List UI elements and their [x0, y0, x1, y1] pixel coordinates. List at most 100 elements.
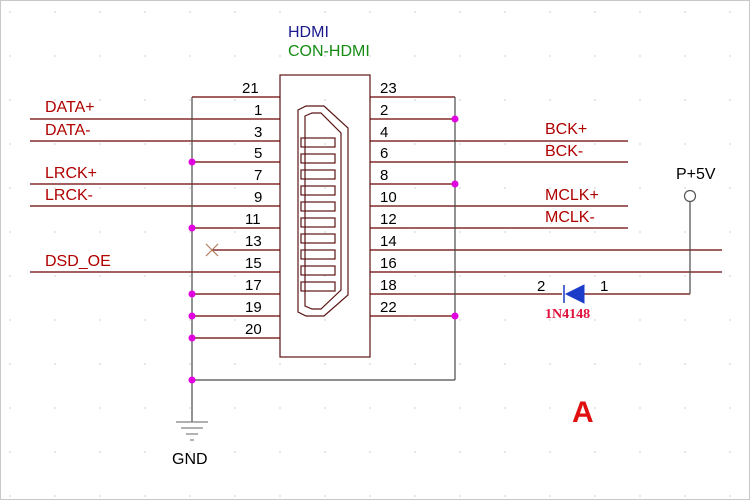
diode-pin-2: 2 [537, 278, 545, 295]
grid-dot [504, 55, 506, 57]
grid-dot [549, 407, 551, 409]
grid-dot [324, 407, 326, 409]
grid-dot [9, 231, 11, 233]
grid-dot [279, 495, 281, 497]
grid-dot [594, 451, 596, 453]
grid-dot [9, 11, 11, 13]
grid-dot [414, 275, 416, 277]
sheet-mark-label: A [572, 396, 594, 429]
grid-dot [729, 319, 731, 321]
grid-dot [459, 11, 461, 13]
hdmi-connector[interactable] [279, 74, 371, 358]
grid-dot [639, 451, 641, 453]
grid-dot [279, 451, 281, 453]
grid-dot [684, 187, 686, 189]
grid-dot [639, 275, 641, 277]
junction-l-11 [188, 224, 196, 232]
power-port-circle [683, 189, 697, 203]
net-label-dsd-oe: DSD_OE [45, 253, 111, 270]
contact-slot [300, 169, 336, 180]
grid-dot [414, 319, 416, 321]
contact-slot [300, 185, 336, 196]
grid-dot [594, 231, 596, 233]
grid-dot [684, 231, 686, 233]
grid-dot [54, 55, 56, 57]
grid-dot [279, 55, 281, 57]
net-label-lrck-plus: LRCK+ [45, 165, 97, 182]
grid-dot [729, 407, 731, 409]
connector-contacts [300, 137, 336, 292]
grid-dot [594, 275, 596, 277]
grid-dot [459, 407, 461, 409]
grid-dot [144, 275, 146, 277]
pin-number: 9 [254, 189, 262, 206]
grid-dot [639, 99, 641, 101]
pin-number: 1 [254, 102, 262, 119]
pin-number: 14 [380, 233, 397, 250]
grid-dot [99, 407, 101, 409]
grid-dot [144, 11, 146, 13]
grid-dot [414, 231, 416, 233]
grid-dot [189, 363, 191, 365]
grid-dot [684, 495, 686, 497]
grid-dot [729, 231, 731, 233]
grid-dot [504, 451, 506, 453]
grid-dot [54, 407, 56, 409]
grid-dot [189, 11, 191, 13]
grid-dot [549, 99, 551, 101]
grid-dot [144, 231, 146, 233]
net-label-bck-minus: BCK- [545, 143, 583, 160]
grid-dot [234, 495, 236, 497]
grid-dot [279, 407, 281, 409]
grid-dot [549, 55, 551, 57]
ground-label: GND [172, 451, 208, 468]
junction-dots [188, 115, 459, 384]
grid-dot [369, 55, 371, 57]
grid-dot [729, 275, 731, 277]
grid-dot [684, 275, 686, 277]
grid-dot [549, 495, 551, 497]
grid-dot [324, 363, 326, 365]
grid-dot [504, 231, 506, 233]
pin-number: 16 [380, 255, 397, 272]
grid-dot [459, 231, 461, 233]
grid-dot [504, 187, 506, 189]
grid-dot [414, 55, 416, 57]
grid-dot [459, 99, 461, 101]
grid-dot [324, 231, 326, 233]
grid-dot [324, 319, 326, 321]
net-label-mclk-minus: MCLK- [545, 209, 595, 226]
pin-number: 8 [380, 167, 388, 184]
diode-1n4148[interactable] [563, 284, 690, 304]
grid-dot [369, 451, 371, 453]
grid-dot [369, 11, 371, 13]
grid-dot [9, 275, 11, 277]
power-port[interactable] [683, 189, 697, 295]
grid-dot [324, 11, 326, 13]
net-labels-right: BCK+ BCK- MCLK+ MCLK- [545, 121, 599, 226]
grid-dot [9, 451, 11, 453]
grid-dot [504, 363, 506, 365]
grid-dot [414, 99, 416, 101]
junction-r-22 [451, 312, 459, 320]
grid-dot [459, 143, 461, 145]
junction-l-20 [188, 334, 196, 342]
grid-dot [234, 363, 236, 365]
junction-r-2 [451, 115, 459, 123]
grid-dot [189, 99, 191, 101]
grid-dot [459, 451, 461, 453]
nc-stroke-2 [205, 243, 219, 257]
grid-dot [9, 143, 11, 145]
grid-dots [9, 11, 731, 497]
grid-dot [189, 231, 191, 233]
pin-number: 19 [245, 299, 262, 316]
grid-dot [234, 451, 236, 453]
grid-dot [639, 319, 641, 321]
grid-dot [549, 187, 551, 189]
junction-l-bottom [188, 376, 196, 384]
grid-dot [99, 55, 101, 57]
grid-dot [189, 319, 191, 321]
grid-dot [639, 231, 641, 233]
diode-triangle [564, 284, 585, 304]
grid-dot [414, 363, 416, 365]
